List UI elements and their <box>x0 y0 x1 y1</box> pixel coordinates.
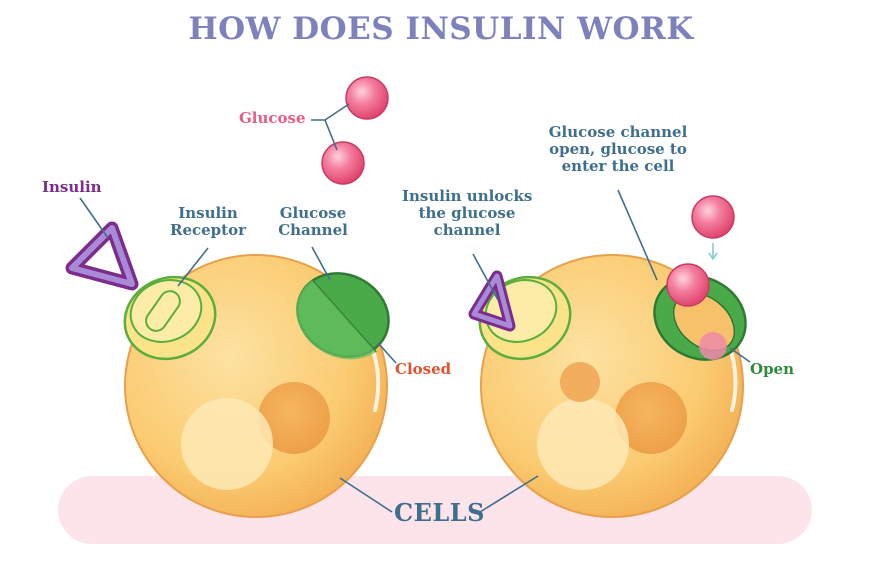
glucose-entering-icon <box>666 263 710 307</box>
right-vacuole <box>537 398 629 490</box>
left-vacuole <box>181 398 273 490</box>
insulin-label: Insulin <box>42 178 102 196</box>
left-nucleus <box>258 382 330 454</box>
insulin-molecule-icon <box>65 221 139 291</box>
glucose-molecule-1-icon <box>345 76 389 120</box>
closed-label: Closed <box>395 360 452 378</box>
insulin-bound-icon <box>468 270 516 332</box>
insulin-unlocks-label: Insulin unlocks the glucose channel <box>402 187 533 239</box>
glucose-channel-label: Glucose Channel <box>278 204 348 239</box>
open-label: Open <box>750 360 795 378</box>
page-title: HOW DOES INSULIN WORK <box>188 11 694 47</box>
cells-label: CELLS <box>394 498 485 527</box>
insulin-receptor-label: Insulin Receptor <box>169 204 246 239</box>
right-nucleus <box>615 382 687 454</box>
leader-lines <box>79 103 751 513</box>
glucose-falling-icon <box>691 195 735 261</box>
channel-open-label: Glucose channel open, glucose to enter t… <box>548 123 688 175</box>
glucose-label: Glucose <box>239 109 306 127</box>
left-insulin-receptor <box>123 275 217 361</box>
left-glucose-channel-closed <box>296 272 390 360</box>
right-glucose-inside <box>560 362 600 402</box>
glucose-molecule-2-icon <box>321 141 365 185</box>
